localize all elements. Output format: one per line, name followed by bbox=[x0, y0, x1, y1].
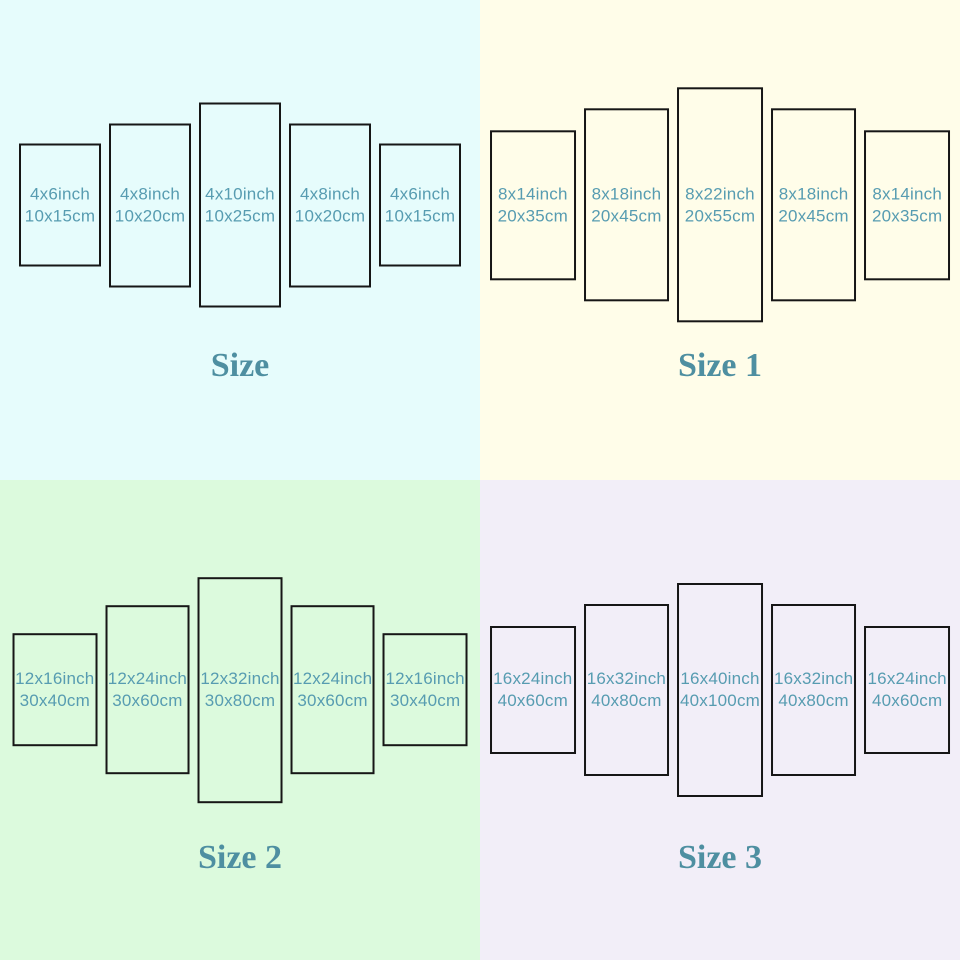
canvas-panel: 4x6inch 10x15cm bbox=[379, 143, 461, 267]
panel-size-inch: 16x40inch bbox=[680, 669, 760, 688]
panel-group-size: 4x6inch 10x15cm 4x8inch 10x20cm 4x10inch 10x2… bbox=[19, 102, 461, 308]
panel-size-inch: 4x6inch bbox=[30, 184, 90, 203]
canvas-panel: 16x40inch 40x100cm bbox=[677, 583, 763, 797]
canvas-panel: 12x24inch 30x60cm bbox=[105, 605, 190, 775]
panel-size-inch: 4x10inch bbox=[205, 184, 275, 203]
panel-size-cm: 30x80cm bbox=[204, 691, 276, 710]
canvas-panel: 4x10inch 10x25cm bbox=[199, 102, 281, 308]
panel-size-cm: 10x15cm bbox=[24, 206, 96, 225]
panel-size-cm: 20x35cm bbox=[497, 205, 568, 225]
canvas-panel: 16x32inch 40x80cm bbox=[770, 604, 857, 776]
panel-size-cm: 10x25cm bbox=[204, 206, 276, 225]
panel-size-cm: 20x45cm bbox=[591, 205, 662, 225]
canvas-panel: 4x8inch 10x20cm bbox=[289, 123, 371, 287]
quadrant-title: Size bbox=[210, 347, 270, 384]
panel-size-cm: 40x60cm bbox=[871, 690, 943, 710]
canvas-panel: 4x8inch 10x20cm bbox=[109, 123, 191, 287]
panel-size-inch: 8x14inch bbox=[872, 183, 943, 203]
panel-size-cm: 10x20cm bbox=[294, 206, 366, 225]
canvas-panel: 4x6inch 10x15cm bbox=[19, 143, 101, 267]
panel-size-inch: 8x18inch bbox=[591, 183, 662, 203]
quadrant-title: Size 2 bbox=[197, 839, 283, 876]
quadrant-size: 4x6inch 10x15cm 4x8inch 10x20cm 4x10inch 10x2… bbox=[0, 0, 480, 480]
panel-size-inch: 12x16inch bbox=[15, 668, 95, 688]
panel-size-cm: 30x60cm bbox=[112, 691, 183, 710]
panel-size-inch: 4x6inch bbox=[390, 184, 450, 203]
panel-size-cm: 40x80cm bbox=[778, 691, 849, 710]
panel-size-inch: 8x18inch bbox=[778, 183, 849, 203]
panel-size-cm: 20x45cm bbox=[778, 205, 849, 225]
panel-size-inch: 8x22inch bbox=[685, 183, 755, 203]
panel-size-cm: 40x80cm bbox=[591, 691, 662, 710]
panel-size-cm: 20x35cm bbox=[871, 205, 943, 225]
panel-size-inch: 16x24inch bbox=[493, 668, 573, 688]
quadrant-title: Size 3 bbox=[677, 839, 763, 876]
panel-size-inch: 4x8inch bbox=[120, 184, 180, 203]
panel-size-inch: 16x32inch bbox=[586, 669, 667, 688]
panel-size-cm: 30x40cm bbox=[19, 690, 90, 710]
canvas-panel: 12x24inch 30x60cm bbox=[290, 605, 375, 775]
panel-size-cm: 30x40cm bbox=[389, 690, 461, 710]
panel-size-cm: 10x15cm bbox=[384, 206, 456, 225]
panel-size-inch: 12x32inch bbox=[200, 669, 280, 688]
panel-size-inch: 12x24inch bbox=[292, 669, 373, 688]
quadrant-title: Size 1 bbox=[677, 347, 763, 384]
panel-size-cm: 10x20cm bbox=[114, 206, 186, 225]
panel-size-inch: 4x8inch bbox=[300, 184, 360, 203]
panel-size-cm: 20x55cm bbox=[684, 205, 756, 225]
panel-size-inch: 12x24inch bbox=[107, 669, 188, 688]
panel-size-inch: 12x16inch bbox=[385, 668, 465, 688]
canvas-panel: 12x32inch 30x80cm bbox=[197, 577, 283, 803]
panel-size-cm: 30x60cm bbox=[297, 691, 368, 710]
panel-size-cm: 40x100cm bbox=[679, 691, 761, 710]
panel-size-cm: 40x60cm bbox=[497, 690, 568, 710]
panel-size-inch: 16x32inch bbox=[773, 669, 854, 688]
panel-size-inch: 16x24inch bbox=[867, 668, 947, 688]
canvas-panel: 16x32inch 40x80cm bbox=[583, 604, 670, 776]
panel-size-inch: 8x14inch bbox=[497, 183, 568, 203]
